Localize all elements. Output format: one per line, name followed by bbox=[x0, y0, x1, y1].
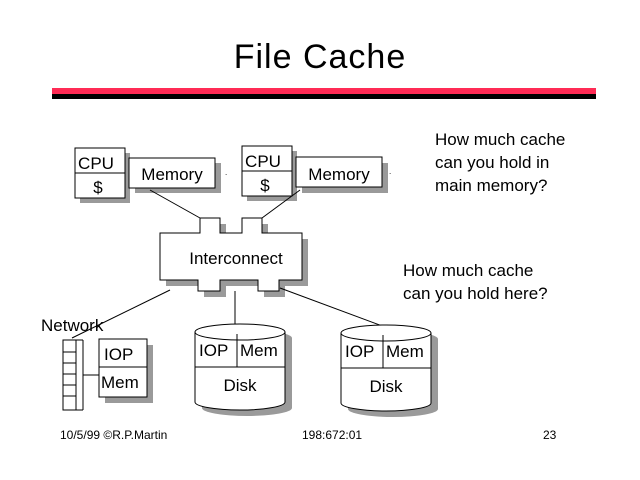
dot: . bbox=[225, 168, 227, 177]
slide-title: File Cache bbox=[233, 38, 407, 76]
iop-label: IOP bbox=[345, 342, 374, 361]
memory-label: Memory bbox=[308, 165, 370, 184]
interconnect: Interconnect bbox=[159, 217, 308, 297]
network-iop-box: IOP Mem bbox=[98, 338, 153, 403]
title-bar-shadow bbox=[52, 93, 596, 99]
footer-date-author: 10/5/99 ©R.P.Martin bbox=[60, 428, 168, 442]
disk-label: Disk bbox=[223, 376, 257, 395]
network-ports bbox=[62, 339, 99, 411]
link-node1 bbox=[149, 189, 201, 219]
network-label: Network bbox=[41, 316, 104, 335]
footer-page-number: 23 bbox=[543, 428, 557, 442]
question-line: How much cache bbox=[435, 130, 566, 149]
memory-box-2: Memory bbox=[295, 156, 388, 193]
question-here: How much cache can you hold here? bbox=[403, 259, 548, 305]
question-line: can you hold here? bbox=[403, 284, 548, 303]
disk-label: Disk bbox=[369, 377, 403, 396]
cache-label: $ bbox=[93, 178, 103, 197]
mem-label: Mem bbox=[386, 342, 424, 361]
mem-label: Mem bbox=[101, 373, 139, 392]
cpu-node-2: CPU $ bbox=[241, 145, 297, 201]
link-disk-2 bbox=[279, 287, 386, 328]
cpu-node-1: CPU $ bbox=[74, 147, 130, 203]
memory-label: Memory bbox=[141, 165, 203, 184]
disk-2: IOP Mem Disk bbox=[340, 324, 438, 417]
interconnect-label: Interconnect bbox=[189, 249, 283, 268]
dot: . bbox=[389, 167, 391, 176]
iop-label: IOP bbox=[199, 341, 228, 360]
link-network bbox=[71, 289, 171, 339]
question-line: can you hold in bbox=[435, 153, 550, 172]
iop-label: IOP bbox=[104, 345, 133, 364]
title-bar bbox=[52, 88, 596, 94]
disk-1: IOP Mem Disk bbox=[194, 323, 292, 416]
mem-label: Mem bbox=[240, 341, 278, 360]
cpu-label: CPU bbox=[245, 152, 281, 171]
memory-box-1: Memory bbox=[128, 157, 221, 193]
question-main-memory: How much cache can you hold in main memo… bbox=[435, 128, 565, 197]
cpu-label: CPU bbox=[78, 154, 114, 173]
question-line: How much cache bbox=[403, 261, 534, 280]
footer-course-code: 198:672:01 bbox=[302, 428, 363, 442]
link-node2 bbox=[261, 189, 301, 219]
question-line: main memory? bbox=[435, 176, 548, 195]
cache-label: $ bbox=[260, 176, 270, 195]
